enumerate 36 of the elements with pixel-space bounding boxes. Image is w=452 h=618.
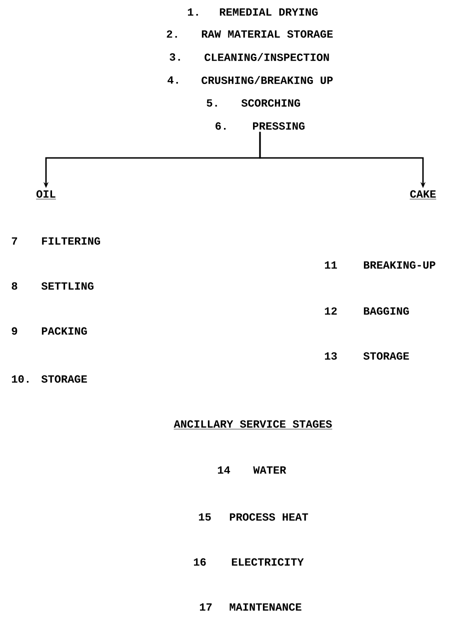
stage-number: 15 [198, 513, 211, 521]
stage-name: MAINTENANCE [230, 603, 302, 611]
stage-name: ELECTRICITY [232, 558, 304, 566]
stage-number: 9 [12, 327, 18, 335]
stage-number: 17 [200, 603, 212, 611]
stage-name: RAW MATERIAL STORAGE [202, 30, 333, 38]
stage-number: 16 [194, 558, 206, 566]
stage-name: PACKING [42, 327, 87, 335]
stage-name: SETTLING [41, 282, 94, 290]
stage-number: 2. [166, 30, 177, 38]
stage-name: BREAKING-UP [364, 261, 436, 269]
stage-number: 7 [12, 237, 18, 245]
stage-name: REMEDIAL DRYING [220, 8, 318, 16]
stage-number: 14 [218, 466, 230, 474]
stage-name: WATER [253, 466, 286, 474]
product-label: CAKE [410, 190, 436, 200]
section-heading: ANCILLARY SERVICE STAGES [174, 420, 332, 430]
stage-name: STORAGE [41, 375, 87, 383]
stage-name: PROCESS HEAT [230, 513, 308, 521]
stage-number: 5. [206, 99, 217, 107]
stage-name: STORAGE [363, 352, 409, 360]
stage-number: 3. [170, 53, 180, 61]
stage-number: 11 [324, 261, 337, 269]
stage-number: 1. [188, 8, 198, 16]
stage-number: 10. [12, 375, 28, 383]
stage-name: CRUSHING/BREAKING UP [202, 76, 333, 84]
stage-number: 13 [324, 352, 337, 360]
stage-name: FILTERING [42, 237, 100, 245]
product-label: OIL [36, 190, 56, 200]
stage-name: SCORCHING [241, 99, 300, 107]
stage-number: 8 [12, 282, 18, 290]
process-step: 6. PRESSING [216, 122, 305, 130]
stage-name: BAGGING [364, 307, 409, 315]
stage-number: 12 [324, 307, 337, 315]
stage-number: 4. [168, 76, 178, 84]
stage-name: CLEANING/INSPECTION [204, 52, 329, 62]
